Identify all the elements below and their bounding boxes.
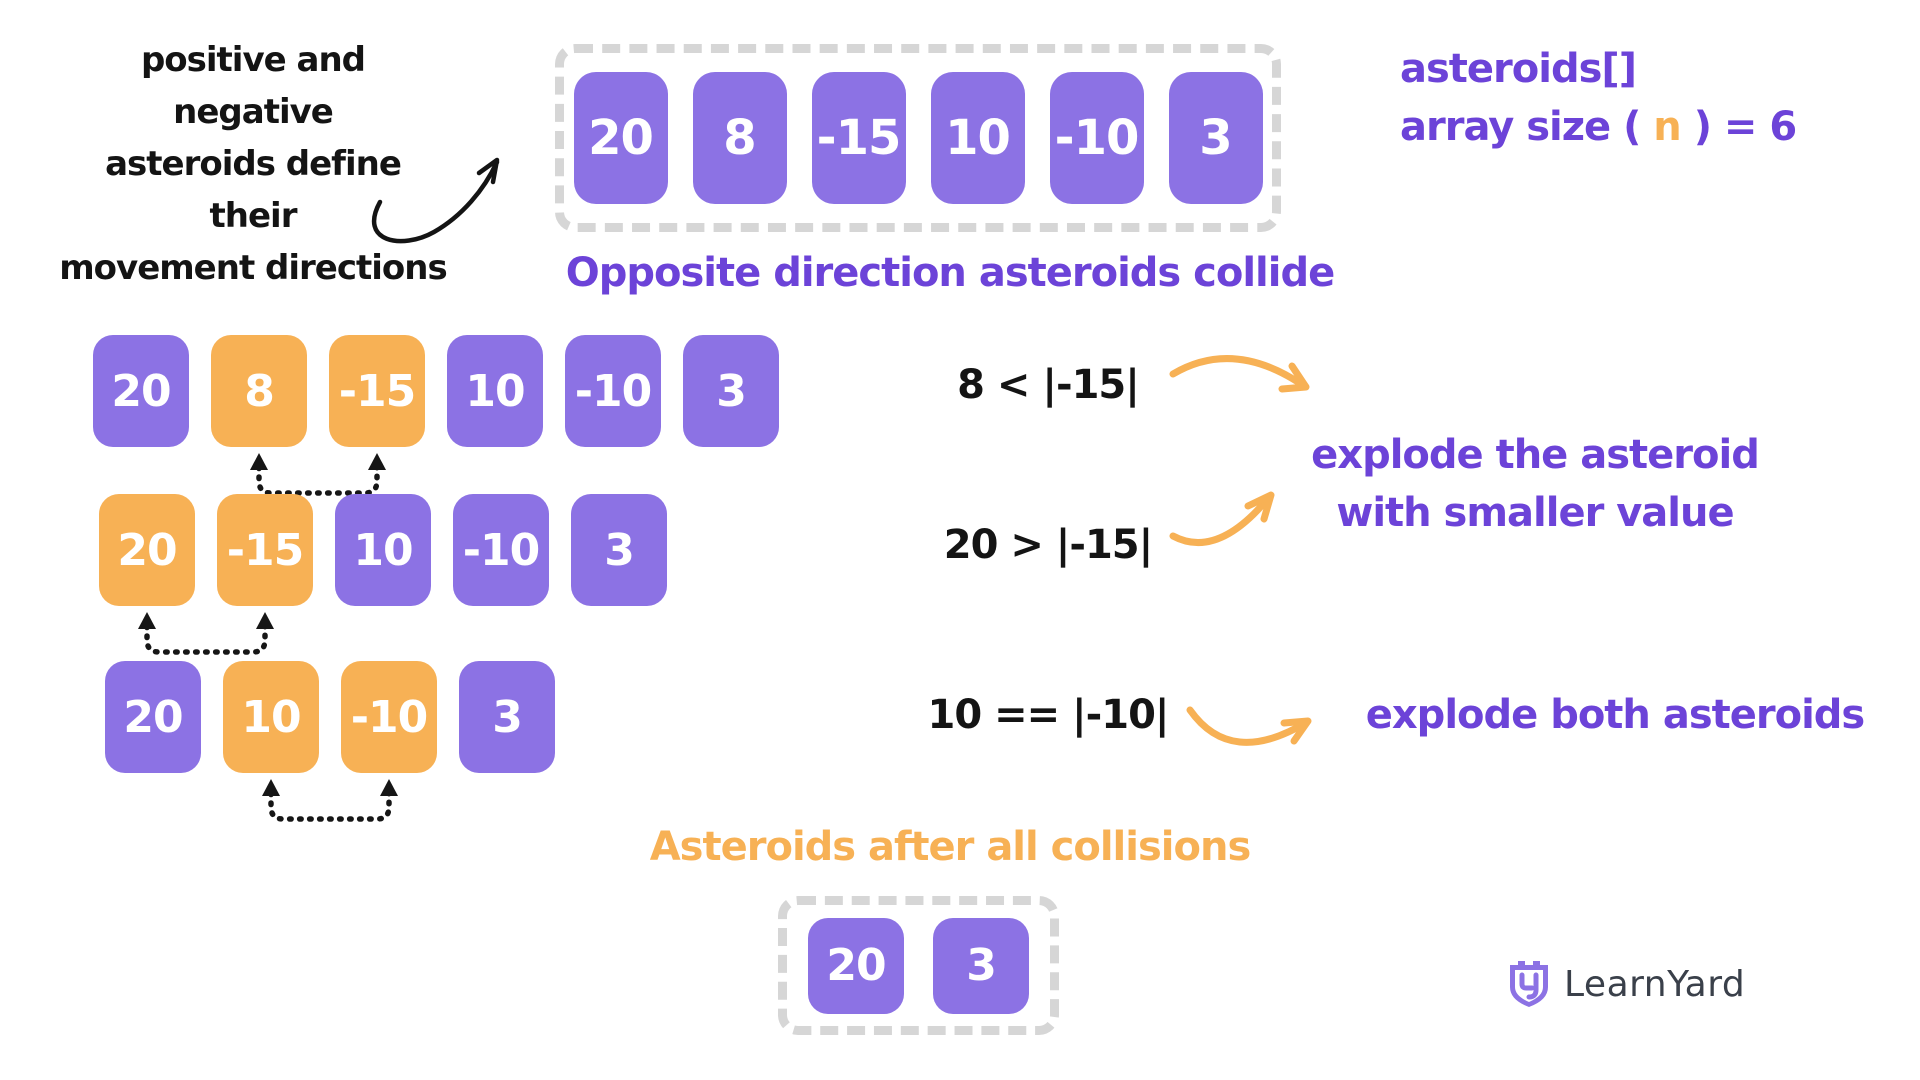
array-size-prefix: array size ( [1400,104,1654,150]
asteroid-box: 3 [933,917,1029,1014]
asteroid-box: 10 [335,494,431,606]
asteroid-box: 10 [930,72,1025,204]
asteroid-box: -10 [565,335,661,447]
result-heading: Asteroids after all collisions [649,824,1252,870]
asteroid-box: 3 [1168,72,1263,204]
intro-caption-line: asteroids define their [105,144,402,236]
asteroid-box: 8 [211,335,307,447]
intro-caption: positive and negative asteroids define t… [58,34,448,294]
asteroid-box: 10 [223,661,319,773]
asteroid-box: 20 [99,494,195,606]
note-line: explode the asteroid [1311,432,1760,478]
hand-drawn-arrow-icon [371,157,500,244]
collision-connector-arrow [259,779,401,829]
array-size-suffix: ) = 6 [1680,104,1797,150]
array-name-label: asteroids[] [1400,46,1637,92]
note-line: with smaller value [1336,490,1734,536]
swoosh-arrow-icon [1169,491,1275,546]
comparison-text-1: 8 < |-15| [957,362,1140,408]
asteroid-box: 3 [571,494,667,606]
asteroid-box: 3 [683,335,779,447]
asteroid-box: -10 [341,661,437,773]
asteroid-box: -15 [329,335,425,447]
asteroid-box: 10 [447,335,543,447]
asteroid-box: 20 [105,661,201,773]
asteroid-box: 20 [93,335,189,447]
asteroid-box: -15 [811,72,906,204]
swoosh-arrow-icon [1169,355,1310,393]
asteroid-box: 20 [808,917,904,1014]
intro-caption-line: positive and negative [140,40,366,132]
asteroid-box: 20 [573,72,668,204]
learnyard-logo-text: LearnYard [1564,963,1746,1005]
collision-connector-arrow [247,453,389,503]
asteroid-box: 8 [692,72,787,204]
asteroid-box: -10 [453,494,549,606]
result-asteroid-array: 20 3 [778,896,1059,1035]
array-size-n: n [1653,104,1682,150]
asteroid-box: -15 [217,494,313,606]
comparison-text-3: 10 == |-10| [927,692,1169,738]
collide-heading: Opposite direction asteroids collide [565,250,1336,296]
note-explode-both: explode both asteroids [1365,692,1866,738]
array-size-label: array size ( n ) = 6 [1400,104,1797,150]
collision-connector-arrow [135,612,277,662]
asteroid-box: -10 [1049,72,1144,204]
note-explode-smaller: explode the asteroid with smaller value [1290,426,1780,542]
comparison-text-2: 20 > |-15| [943,522,1154,568]
learnyard-logo: LearnYard [1508,960,1745,1008]
swoosh-arrow-icon [1186,706,1312,746]
intro-caption-line: movement directions [59,248,447,288]
asteroid-box: 3 [459,661,555,773]
learnyard-shield-icon [1510,961,1548,1007]
